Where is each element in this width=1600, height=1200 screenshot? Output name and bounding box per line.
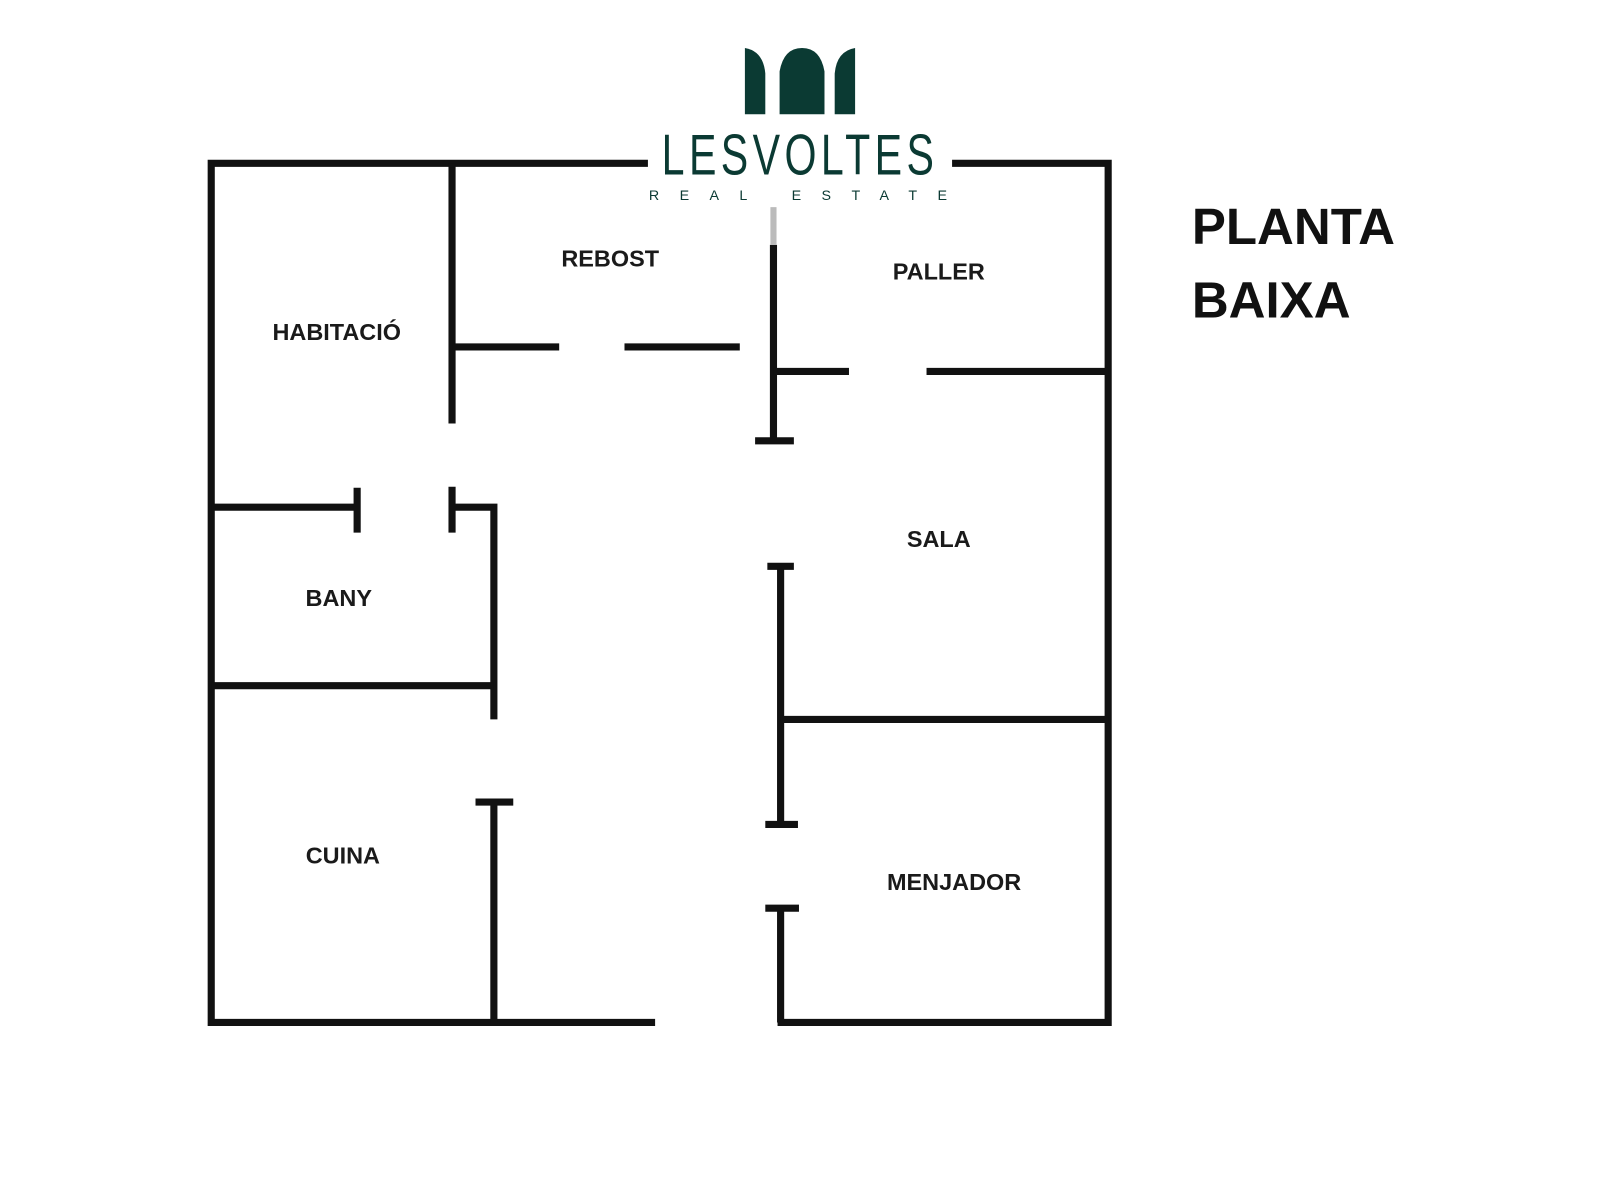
room-label-habitacio: HABITACIÓ xyxy=(272,318,401,345)
wall-menjador-left xyxy=(765,904,799,1023)
room-label-paller: PALLER xyxy=(893,259,985,285)
wall-rebost-paller xyxy=(755,244,794,445)
wall-sala-left xyxy=(765,562,798,829)
room-label-bany: BANY xyxy=(306,585,373,611)
room-label-rebost: REBOST xyxy=(561,245,659,271)
plan-title-line2: BAIXA xyxy=(1192,271,1351,328)
outer-wall xyxy=(207,159,1112,1027)
wall-cuina-right xyxy=(475,798,514,1023)
room-label-menjador: MENJADOR xyxy=(887,869,1021,895)
room-label-cuina: CUINA xyxy=(306,842,380,868)
logo-tagline: REAL ESTATE xyxy=(649,188,968,204)
plan-title: PLANTA BAIXA xyxy=(1192,198,1395,328)
logo: LESVOLTES REAL ESTATE xyxy=(647,47,968,208)
room-labels: HABITACIÓ REBOST PALLER BANY SALA CUINA … xyxy=(272,245,1021,894)
walls xyxy=(207,159,1112,1027)
logo-name: LESVOLTES xyxy=(662,123,939,187)
room-label-sala: SALA xyxy=(907,526,971,552)
arches-icon xyxy=(744,47,856,115)
wall-bany-top xyxy=(211,486,498,720)
plan-title-line1: PLANTA xyxy=(1192,198,1395,255)
logo-background xyxy=(647,120,953,208)
